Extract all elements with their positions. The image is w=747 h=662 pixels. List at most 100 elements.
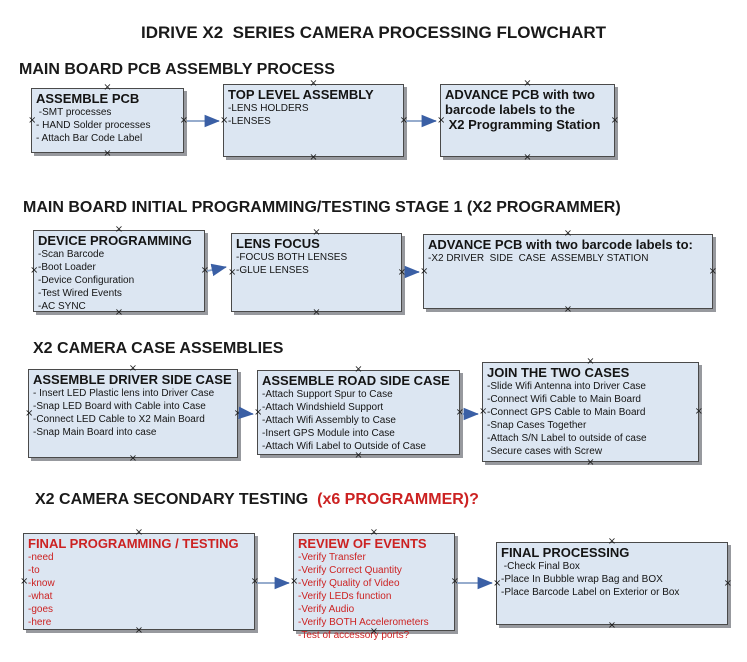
box-item: -Connect Wifi Cable to Main Board — [487, 394, 641, 405]
box-items: -Slide Wifi Antenna into Driver Case -Con… — [487, 380, 694, 458]
section-heading-pcb-assembly: MAIN BOARD PCB ASSEMBLY PROCESS — [19, 61, 335, 78]
connector-handle-icon: × — [455, 406, 464, 418]
box-item: -X2 DRIVER SIDE CASE ASSEMBLY STATION — [428, 253, 649, 264]
box-item: -Verify Correct Quantity — [298, 565, 402, 576]
box-item: -need — [28, 552, 54, 563]
box-device-programming: DEVICE PROGRAMMING -Scan Barcode -Boot Lo… — [30, 225, 209, 318]
section-heading-secondary-testing-red: (x6 PROGRAMMER)? — [308, 491, 479, 508]
box-item: - HAND Solder processes — [36, 120, 151, 131]
connector-handle-icon: × — [610, 114, 619, 126]
box-item: -Connect LED Cable to X2 Main Board — [33, 414, 205, 425]
connector-handle-icon: × — [723, 577, 732, 589]
box-item: -Verify BOTH Accelerometers — [298, 617, 429, 628]
box-item: -FOCUS BOTH LENSES — [236, 252, 348, 263]
box-item: -goes — [28, 604, 54, 615]
connector-handle-icon: × — [708, 265, 717, 277]
box-top-level-assembly: TOP LEVEL ASSEMBLY -LENS HOLDERS-LENSES … — [220, 79, 408, 163]
connector-handle-icon: × — [420, 265, 429, 277]
box-advance-pcb-driver-side: ADVANCE PCB with two barcode labels to: … — [420, 229, 717, 315]
box-items: -Check Final Box -Place In Bubble wrap Ba… — [501, 560, 723, 599]
box-advance-pcb-programming-station: ADVANCE PCB with two barcode labels to t… — [437, 79, 619, 163]
box-item: - Insert LED Plastic lens into Driver Ca… — [33, 388, 215, 399]
box-items: -Attach Support Spur to Case -Attach Wind… — [262, 388, 455, 453]
box-item: -Verify Audio — [298, 604, 355, 615]
box-item: -Snap Cases Together — [487, 420, 587, 431]
connector-handle-icon: × — [523, 152, 532, 163]
box-item: -Verify Quality of Video — [298, 578, 400, 589]
box-item: -know — [28, 578, 55, 589]
box-title: TOP LEVEL ASSEMBLY — [228, 87, 374, 102]
connector-handle-icon: × — [103, 148, 112, 159]
box-item: -GLUE LENSES — [236, 265, 309, 276]
box-title: REVIEW OF EVENTS — [298, 536, 427, 551]
box-assemble-pcb: ASSEMBLE PCB -SMT processes- HAND Solder… — [28, 83, 188, 159]
box-title: ASSEMBLE ROAD SIDE CASE — [262, 373, 450, 388]
box-item: -Slide Wifi Antenna into Driver Case — [487, 381, 646, 392]
box-item: -Attach Wifi Assembly to Case — [262, 415, 396, 426]
box-item: -Insert GPS Module into Case — [262, 428, 395, 439]
box-title: JOIN THE TWO CASES — [487, 365, 630, 380]
box-items: -SMT processes- HAND Solder processes- A… — [36, 106, 179, 145]
flow-arrow — [238, 406, 254, 420]
box-item: - Attach Bar Code Label — [36, 133, 143, 144]
box-title: FINAL PROCESSING — [501, 545, 630, 560]
box-item: -Snap LED Board with Cable into Case — [33, 401, 206, 412]
box-item: -Secure cases with Screw — [487, 446, 603, 457]
box-item: -Snap Main Board into case — [33, 427, 157, 438]
connector-handle-icon: × — [312, 307, 321, 318]
connector-handle-icon: × — [233, 407, 242, 419]
box-title: FINAL PROGRAMMING / TESTING — [28, 536, 239, 551]
flow-arrow — [206, 263, 227, 277]
box-item: -Attach S/N Label to outside of case — [487, 433, 647, 444]
box-item: -Scan Barcode — [38, 249, 105, 260]
box-assemble-driver-side-case: ASSEMBLE DRIVER SIDE CASE - Insert LED P… — [25, 364, 242, 464]
box-final-processing: FINAL PROCESSING -Check Final Box -Place … — [493, 537, 732, 631]
box-items: -Scan Barcode-Boot Loader-Device Configu… — [38, 248, 200, 313]
section-heading-secondary-testing-black: X2 CAMERA SECONDARY TESTING — [35, 491, 309, 508]
connector-handle-icon: × — [397, 266, 406, 278]
box-title: ASSEMBLE PCB — [36, 91, 140, 106]
box-title: DEVICE PROGRAMMING — [38, 233, 192, 248]
box-item: -to — [28, 565, 40, 576]
box-item: -LENS HOLDERS — [228, 103, 309, 114]
connector-handle-icon: × — [128, 453, 138, 464]
box-item: -Boot Loader — [38, 262, 96, 273]
box-lens-focus: LENS FOCUS -FOCUS BOTH LENSES -GLUE LENSE… — [228, 228, 406, 318]
box-final-programming-testing: FINAL PROGRAMMING / TESTING -need -to -kno… — [20, 528, 259, 636]
box-item: -Place In Bubble wrap Bag and BOX — [501, 574, 663, 585]
box-items: -Verify Transfer -Verify Correct Quantity… — [298, 551, 450, 642]
box-item: -AC SYNC — [38, 301, 86, 312]
box-item: -LENSES — [228, 116, 271, 127]
box-item: -Attach Support Spur to Case — [262, 389, 393, 400]
box-item: -Test Wired Events — [38, 288, 122, 299]
box-items: -X2 DRIVER SIDE CASE ASSEMBLY STATION — [428, 252, 708, 265]
box-item: -Attach Wifi Label to Outside of Case — [262, 441, 426, 452]
page-title: IDRIVE X2 SERIES CAMERA PROCESSING FLOWC… — [140, 23, 607, 42]
box-items: -LENS HOLDERS -LENSES — [228, 102, 399, 128]
section-heading-secondary-testing: X2 CAMERA SECONDARY TESTING (x6 PROGRAMM… — [35, 491, 479, 509]
connector-handle-icon: × — [586, 457, 595, 468]
box-item: -Connect GPS Cable to Main Board — [487, 407, 646, 418]
connector-handle-icon: × — [179, 114, 188, 126]
box-item: -Check Final Box — [501, 561, 580, 572]
box-item: -what — [28, 591, 53, 602]
box-item: -here — [28, 617, 52, 628]
connector-handle-icon: × — [399, 114, 408, 126]
box-item: -Verify Transfer — [298, 552, 366, 563]
box-join-the-two-cases: JOIN THE TWO CASES -Slide Wifi Antenna i… — [479, 357, 703, 468]
box-title: ASSEMBLE DRIVER SIDE CASE — [33, 372, 232, 387]
section-heading-initial-programming: MAIN BOARD INITIAL PROGRAMMING/TESTING S… — [23, 199, 621, 216]
box-item: -Place Barcode Label on Exterior or Box — [501, 587, 680, 598]
connector-handle-icon: × — [450, 576, 459, 587]
section-heading-case-assemblies: X2 CAMERA CASE ASSEMBLIES — [33, 340, 284, 357]
connector-handle-icon: × — [563, 304, 573, 315]
box-item: -Attach Windshield Support — [262, 402, 384, 413]
box-items: -need -to -know -what -goes -here — [28, 551, 250, 629]
box-assemble-road-side-case: ASSEMBLE ROAD SIDE CASE -Attach Support … — [254, 365, 464, 461]
connector-handle-icon: × — [607, 620, 617, 631]
box-items: - Insert LED Plastic lens into Driver Ca… — [33, 387, 233, 439]
connector-handle-icon: × — [694, 406, 703, 417]
connector-handle-icon: × — [309, 152, 318, 163]
box-title: LENS FOCUS — [236, 236, 320, 251]
